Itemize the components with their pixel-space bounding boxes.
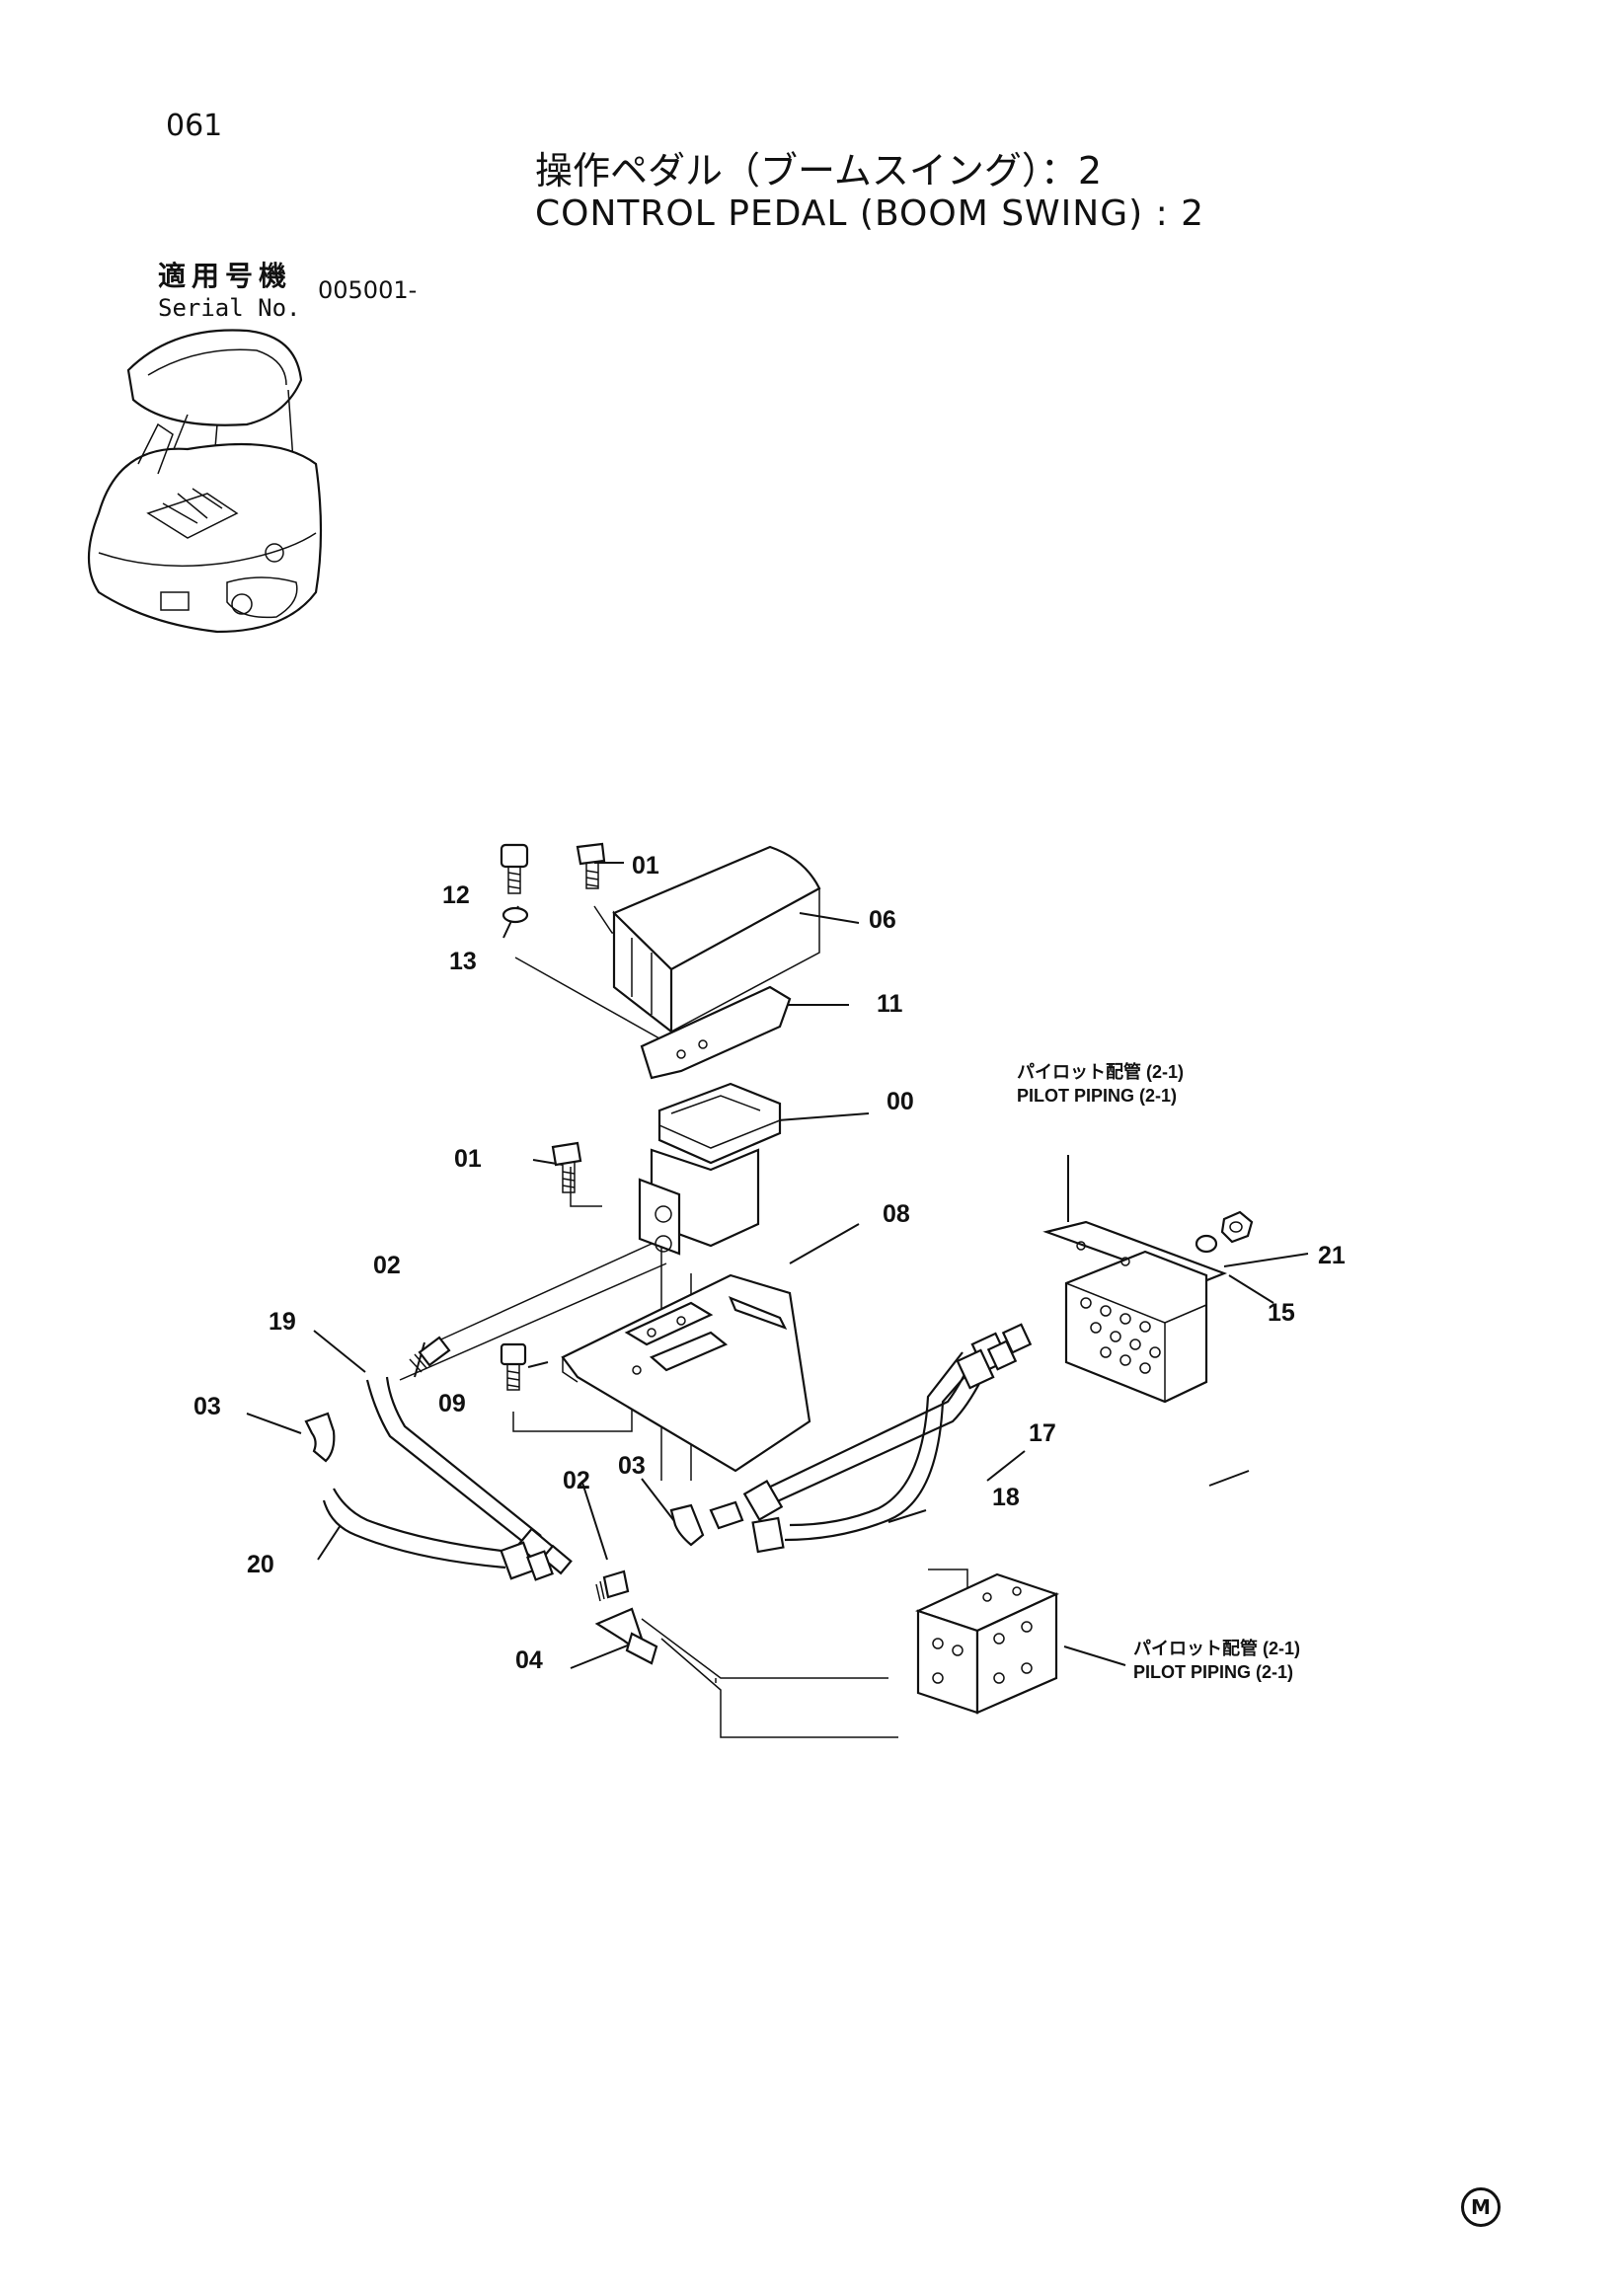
reference-top-japanese: パイロット配管 (2-1): [1017, 1061, 1184, 1082]
serial-label-english: Serial No.: [158, 294, 301, 322]
elbow-fitting-part-03-center: [669, 1500, 744, 1547]
part-label-00: 00: [887, 1088, 914, 1115]
reference-labels: パイロット配管 (2-1) PILOT PIPING (2-1) パイロット配管…: [1017, 1061, 1300, 1682]
hose-part-17: [742, 1323, 1033, 1554]
part-label-11: 11: [877, 990, 903, 1018]
part-label-21: 21: [1318, 1242, 1346, 1269]
nut-part-21: [1220, 1210, 1254, 1244]
page-title-japanese: 操作ペダル（ブームスイング）：2: [535, 149, 1103, 192]
part-label-19: 19: [269, 1308, 296, 1336]
part-labels: 01 06 12 13 11 00 01 08 02 19 09 03 20 0…: [193, 852, 1346, 1674]
bolt-part-09: [500, 1342, 527, 1391]
part-label-12: 12: [442, 881, 470, 909]
serial-number-value: 005001-: [318, 276, 418, 304]
washer-part-13: [501, 906, 529, 924]
washer-part-15: [1195, 1234, 1218, 1254]
machine-thumbnail: [87, 329, 323, 634]
pedal-plate-part-11: [640, 985, 792, 1080]
part-label-04: 04: [515, 1646, 543, 1674]
elbow-fitting-part-03-left: [304, 1412, 336, 1463]
manufacturer-mark: M: [1461, 2187, 1501, 2227]
part-label-01-left: 01: [454, 1145, 482, 1173]
fitting-part-02-lower: [595, 1569, 630, 1602]
part-label-20: 20: [247, 1551, 274, 1578]
hose-part-18: [784, 1351, 978, 1542]
reference-bottom-japanese: パイロット配管 (2-1): [1133, 1638, 1300, 1658]
part-label-02-lower: 02: [563, 1467, 590, 1494]
bolt-part-12: [500, 843, 529, 894]
hose-part-19: [365, 1376, 573, 1575]
part-label-03-center: 03: [618, 1452, 646, 1480]
part-label-02-upper: 02: [373, 1252, 401, 1279]
hose-part-20: [322, 1488, 554, 1581]
reference-top-english: PILOT PIPING (2-1): [1017, 1086, 1177, 1106]
bolt-part-01-left: [551, 1141, 582, 1193]
part-label-06: 06: [869, 906, 896, 934]
part-label-15: 15: [1268, 1299, 1295, 1327]
tee-fitting-part-04: [594, 1607, 658, 1665]
pilot-manifold-top: [1042, 1220, 1228, 1404]
part-label-03-left: 03: [193, 1393, 221, 1420]
mounting-bracket-part-08: [561, 1273, 811, 1473]
part-label-18: 18: [992, 1484, 1020, 1511]
page-number: 061: [166, 109, 223, 143]
bolt-part-01-top: [576, 842, 606, 889]
part-label-08: 08: [883, 1200, 910, 1228]
reference-bottom-english: PILOT PIPING (2-1): [1133, 1662, 1293, 1682]
pilot-manifold-bottom: [915, 1572, 1059, 1715]
part-label-13: 13: [449, 948, 477, 975]
fitting-part-02-upper: [409, 1336, 451, 1373]
page-title-english: CONTROL PEDAL (BOOM SWING) : 2: [535, 193, 1205, 234]
serial-label-japanese: 適用号機: [158, 260, 293, 292]
part-label-09: 09: [438, 1390, 466, 1417]
part-label-17: 17: [1029, 1419, 1056, 1447]
part-label-01-top: 01: [632, 852, 659, 880]
pedal-valve-part-00: [638, 1082, 782, 1256]
